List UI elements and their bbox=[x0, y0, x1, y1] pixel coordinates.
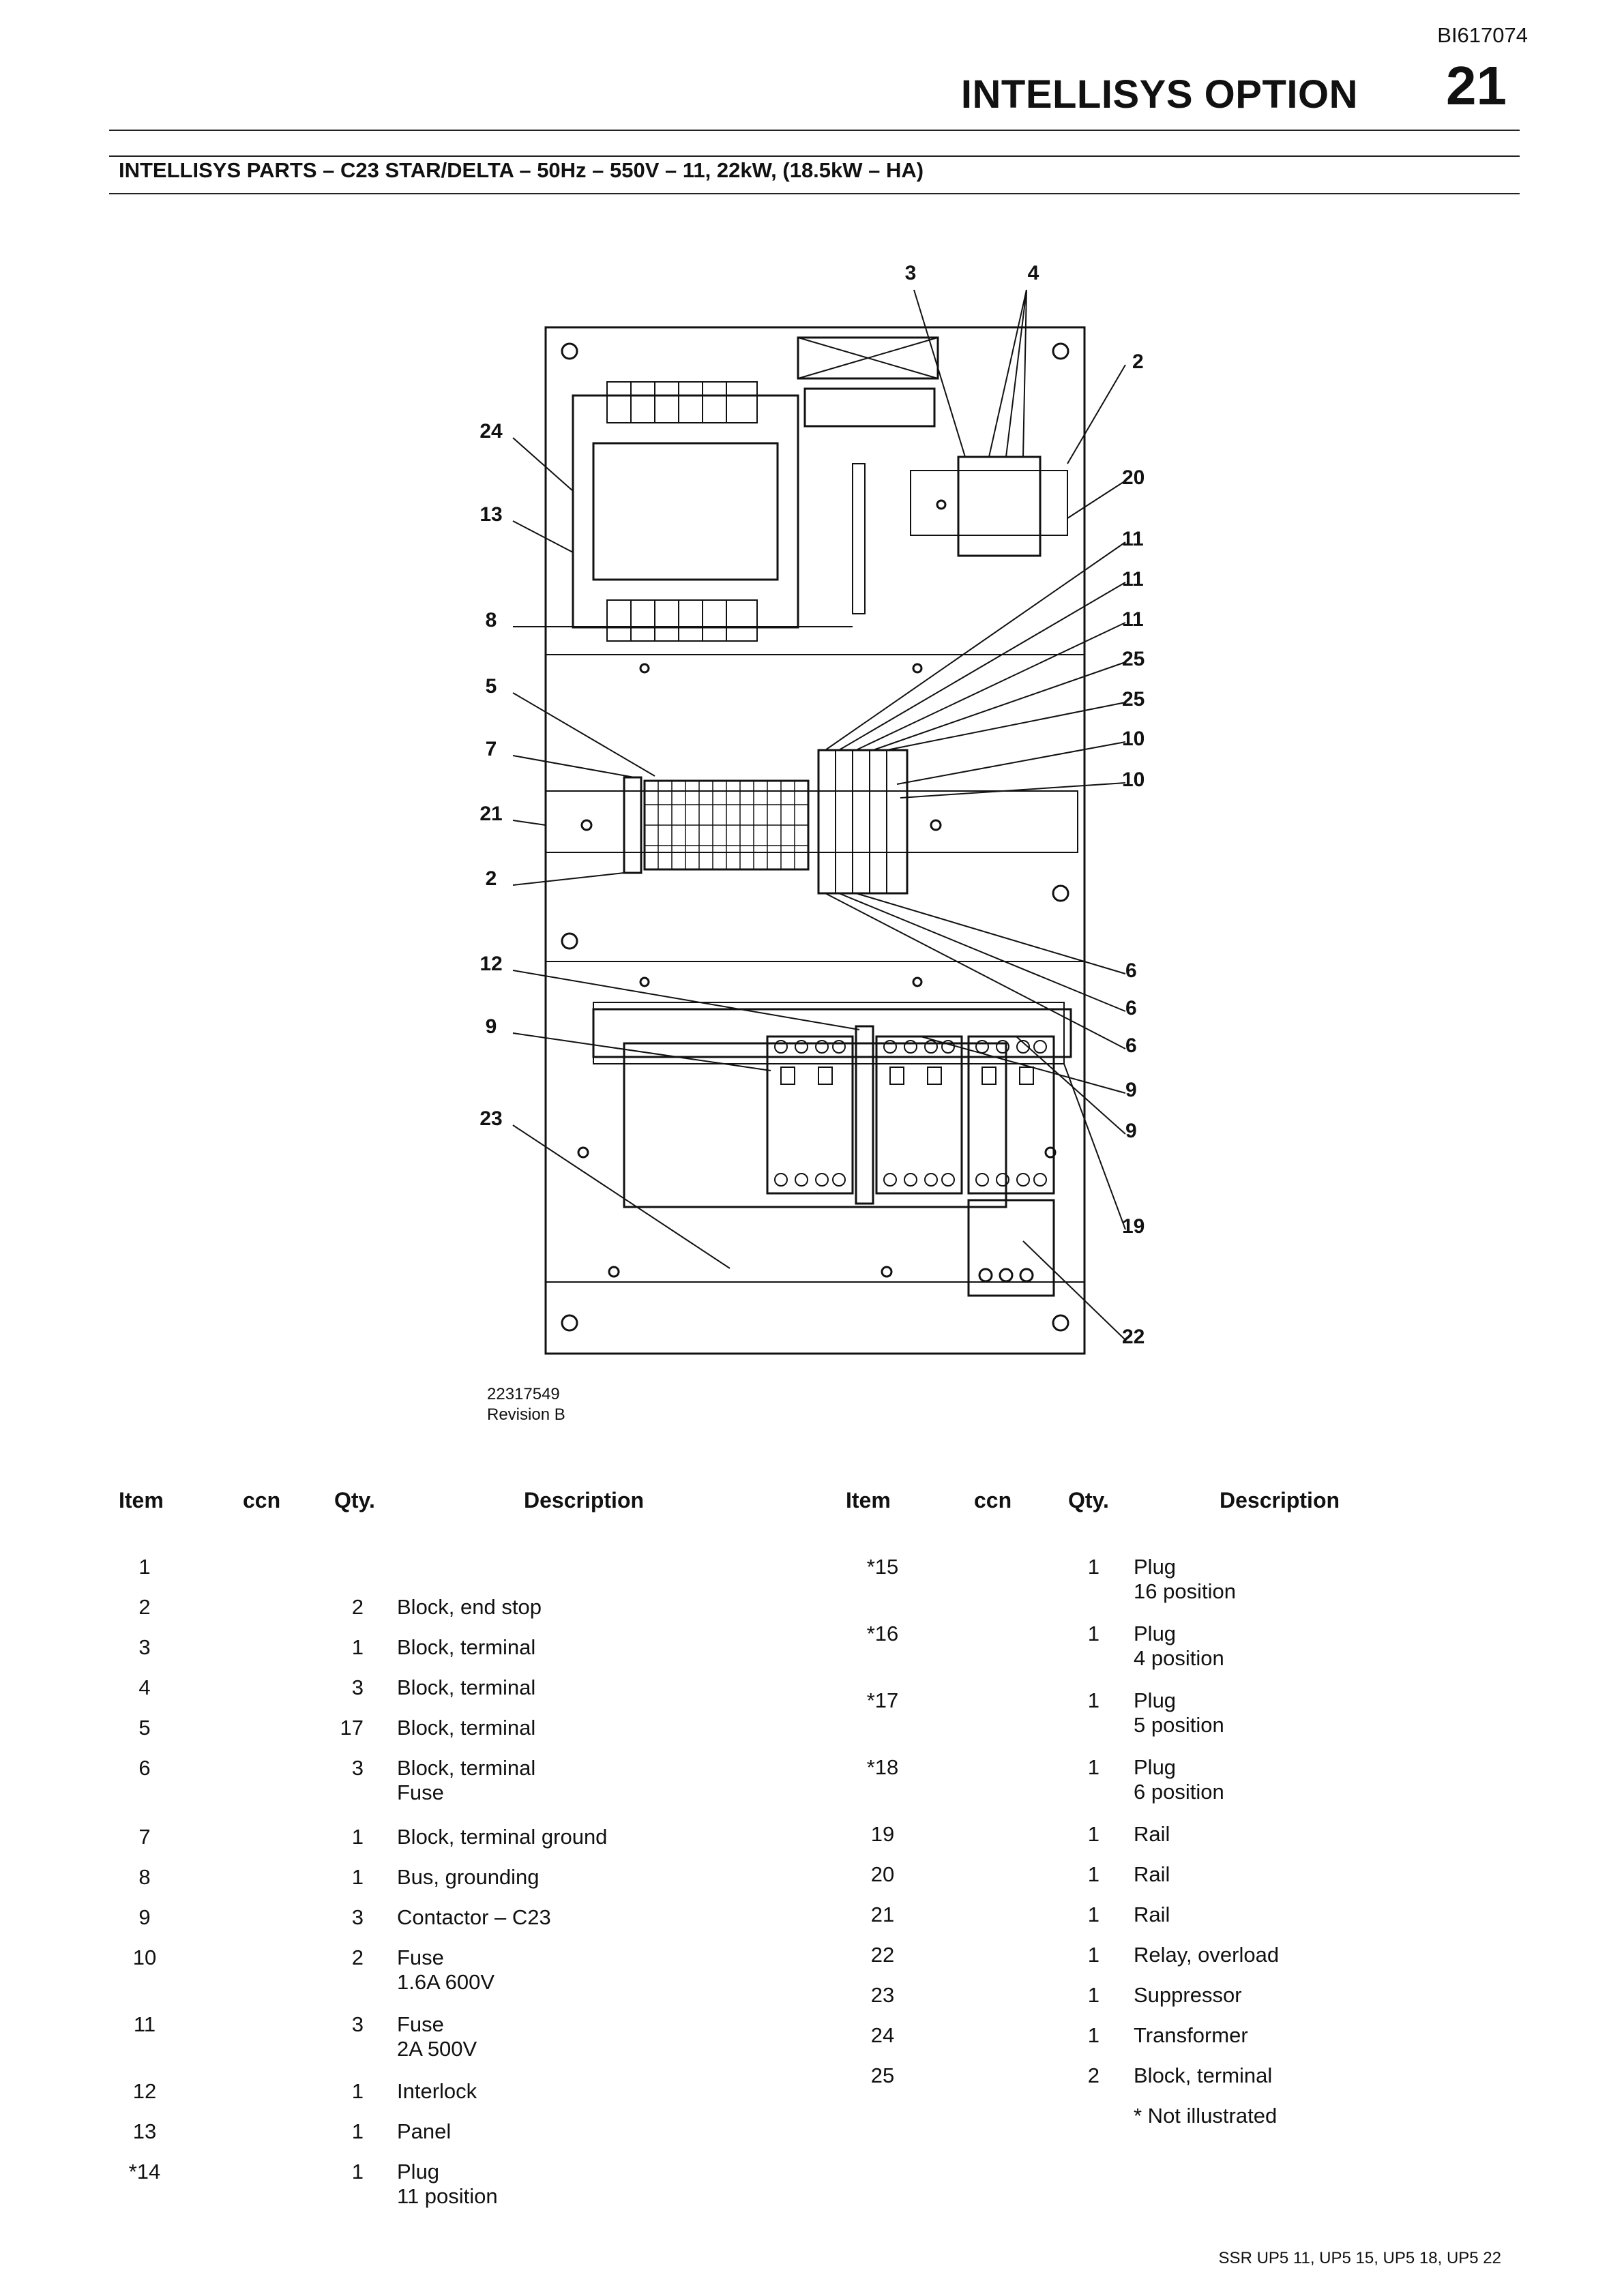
callout-13: 13 bbox=[479, 503, 502, 526]
subtitle-top-rule bbox=[109, 155, 1520, 157]
callout-7: 7 bbox=[486, 738, 497, 760]
callout-10-a: 10 bbox=[1122, 728, 1145, 750]
callout-11-c: 11 bbox=[1122, 608, 1144, 631]
header-item-right: Item bbox=[846, 1488, 891, 1512]
callout-21: 21 bbox=[479, 803, 502, 825]
callout-11-b: 11 bbox=[1122, 568, 1144, 591]
callout-24: 24 bbox=[479, 420, 503, 443]
callout-25-b: 25 bbox=[1122, 688, 1145, 711]
callout-19: 19 bbox=[1122, 1215, 1145, 1238]
callout-11-a: 11 bbox=[1122, 528, 1144, 550]
callout-6-c: 6 bbox=[1125, 1034, 1137, 1057]
callout-10-b: 10 bbox=[1122, 769, 1145, 791]
subtitle-bottom-rule bbox=[109, 193, 1520, 194]
transformer bbox=[572, 394, 799, 629]
header-qty-left: Qty. bbox=[334, 1488, 375, 1512]
callout-12: 12 bbox=[479, 953, 502, 975]
drawing-revision: Revision B bbox=[487, 1405, 565, 1424]
header-ccn-right: ccn bbox=[974, 1488, 1012, 1512]
callout-9-a: 9 bbox=[1125, 1079, 1137, 1101]
callout-2-left: 2 bbox=[486, 867, 497, 890]
callout-8: 8 bbox=[486, 609, 497, 631]
callout-9-left: 9 bbox=[486, 1015, 497, 1038]
callout-25-a: 25 bbox=[1122, 648, 1145, 670]
callout-6-a: 6 bbox=[1125, 959, 1137, 982]
header-item-left: Item bbox=[119, 1488, 164, 1512]
header-qty-right: Qty. bbox=[1068, 1488, 1109, 1512]
header-description-left: Description bbox=[524, 1488, 645, 1512]
callout-9-b: 9 bbox=[1125, 1120, 1137, 1142]
callout-3: 3 bbox=[905, 262, 917, 284]
drawing-number: 22317549 bbox=[487, 1385, 560, 1403]
parts-diagram: 24 13 8 5 7 21 2 12 9 23 3 4 2 20 11 11 … bbox=[479, 262, 1145, 1355]
drawing-number-block: 22317549 Revision B bbox=[487, 1384, 565, 1425]
callout-2-right: 2 bbox=[1132, 351, 1144, 373]
chapter-number: 21 bbox=[1446, 55, 1507, 116]
callout-20: 20 bbox=[1122, 466, 1145, 489]
header-ccn-left: ccn bbox=[243, 1488, 281, 1512]
document-id: BI617074 bbox=[1437, 23, 1528, 47]
callout-22: 22 bbox=[1122, 1326, 1145, 1348]
chapter-title: INTELLISYS OPTION bbox=[960, 72, 1358, 117]
not-illustrated-note: * Not illustrated bbox=[1134, 2104, 1278, 2128]
page-footer: SSR UP5 11, UP5 15, UP5 18, UP5 22 bbox=[1218, 2249, 1501, 2267]
header-description-right: Description bbox=[1220, 1488, 1340, 1512]
callout-23: 23 bbox=[479, 1107, 502, 1130]
header-rule bbox=[109, 130, 1520, 131]
callout-5: 5 bbox=[486, 675, 497, 698]
callout-6-b: 6 bbox=[1125, 997, 1137, 1019]
callout-4: 4 bbox=[1028, 262, 1039, 284]
section-subtitle: INTELLISYS PARTS – C23 STAR/DELTA – 50Hz… bbox=[119, 158, 924, 182]
